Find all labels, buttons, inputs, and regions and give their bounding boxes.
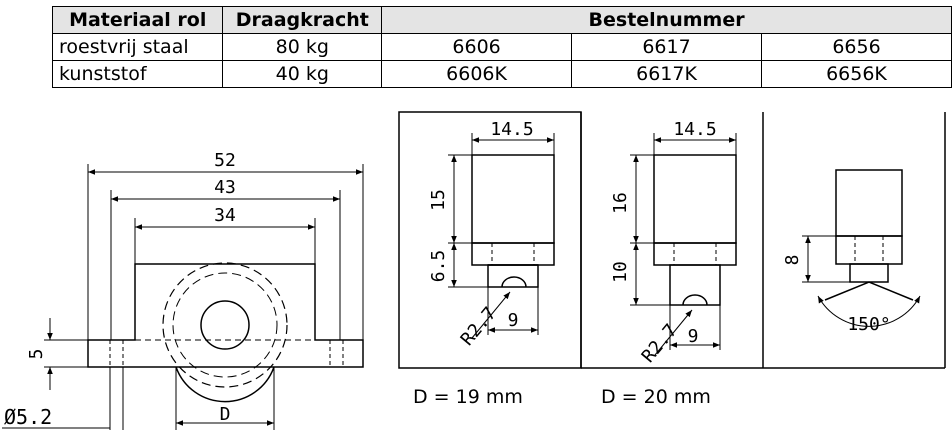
caption-6606: D = 19 mm (413, 386, 523, 408)
cell-order-3: 6656 (761, 33, 952, 61)
dim-34: 34 (214, 205, 236, 226)
dim-43: 43 (214, 177, 236, 198)
p3-angle: 150° (847, 314, 890, 335)
cell-load: 80 kg (222, 33, 383, 61)
profile-6617 (630, 133, 737, 356)
dim-hole-diameter: Ø5.2 (4, 405, 52, 429)
cell-material: roestvrij staal (51, 33, 224, 61)
caption-6617: D = 20 mm (601, 386, 711, 408)
profile-cell-grid (398, 111, 946, 369)
p2-groove: 9 (688, 326, 699, 347)
p1-groove: 9 (508, 310, 519, 331)
cell-order-1: 6606K (381, 60, 573, 88)
dim-D: D (220, 404, 231, 425)
p1-height: 15 (428, 189, 449, 211)
p1-lower-height: 6.5 (428, 250, 449, 283)
cell-order-3: 6656K (761, 60, 952, 88)
p2-lower-height: 10 (610, 261, 631, 283)
p3-height: 8 (782, 255, 803, 266)
cell-order-2: 6617K (571, 60, 762, 88)
profile-6656 (802, 169, 921, 327)
dim-5: 5 (26, 349, 47, 360)
dim-52: 52 (214, 150, 236, 171)
p2-height: 16 (610, 192, 631, 214)
front-view (2, 164, 364, 430)
p1-width: 14.5 (490, 119, 533, 140)
cell-load: 40 kg (222, 60, 383, 88)
cell-order-1: 6606 (381, 33, 573, 61)
p1-radius: R2.7 (457, 303, 501, 350)
table-row: roestvrij staal 80 kg 6606 6617 6656 (51, 33, 952, 61)
p2-width: 14.5 (673, 119, 716, 140)
header-material: Materiaal rol (51, 6, 224, 34)
profile-6606 (448, 133, 555, 339)
cell-material: kunststof (51, 60, 224, 88)
spec-table: Materiaal rol Draagkracht Bestelnummer r… (51, 6, 952, 88)
p2-radius: R2.7 (638, 320, 682, 367)
table-row: kunststof 40 kg 6606K 6617K 6656K (51, 60, 952, 88)
